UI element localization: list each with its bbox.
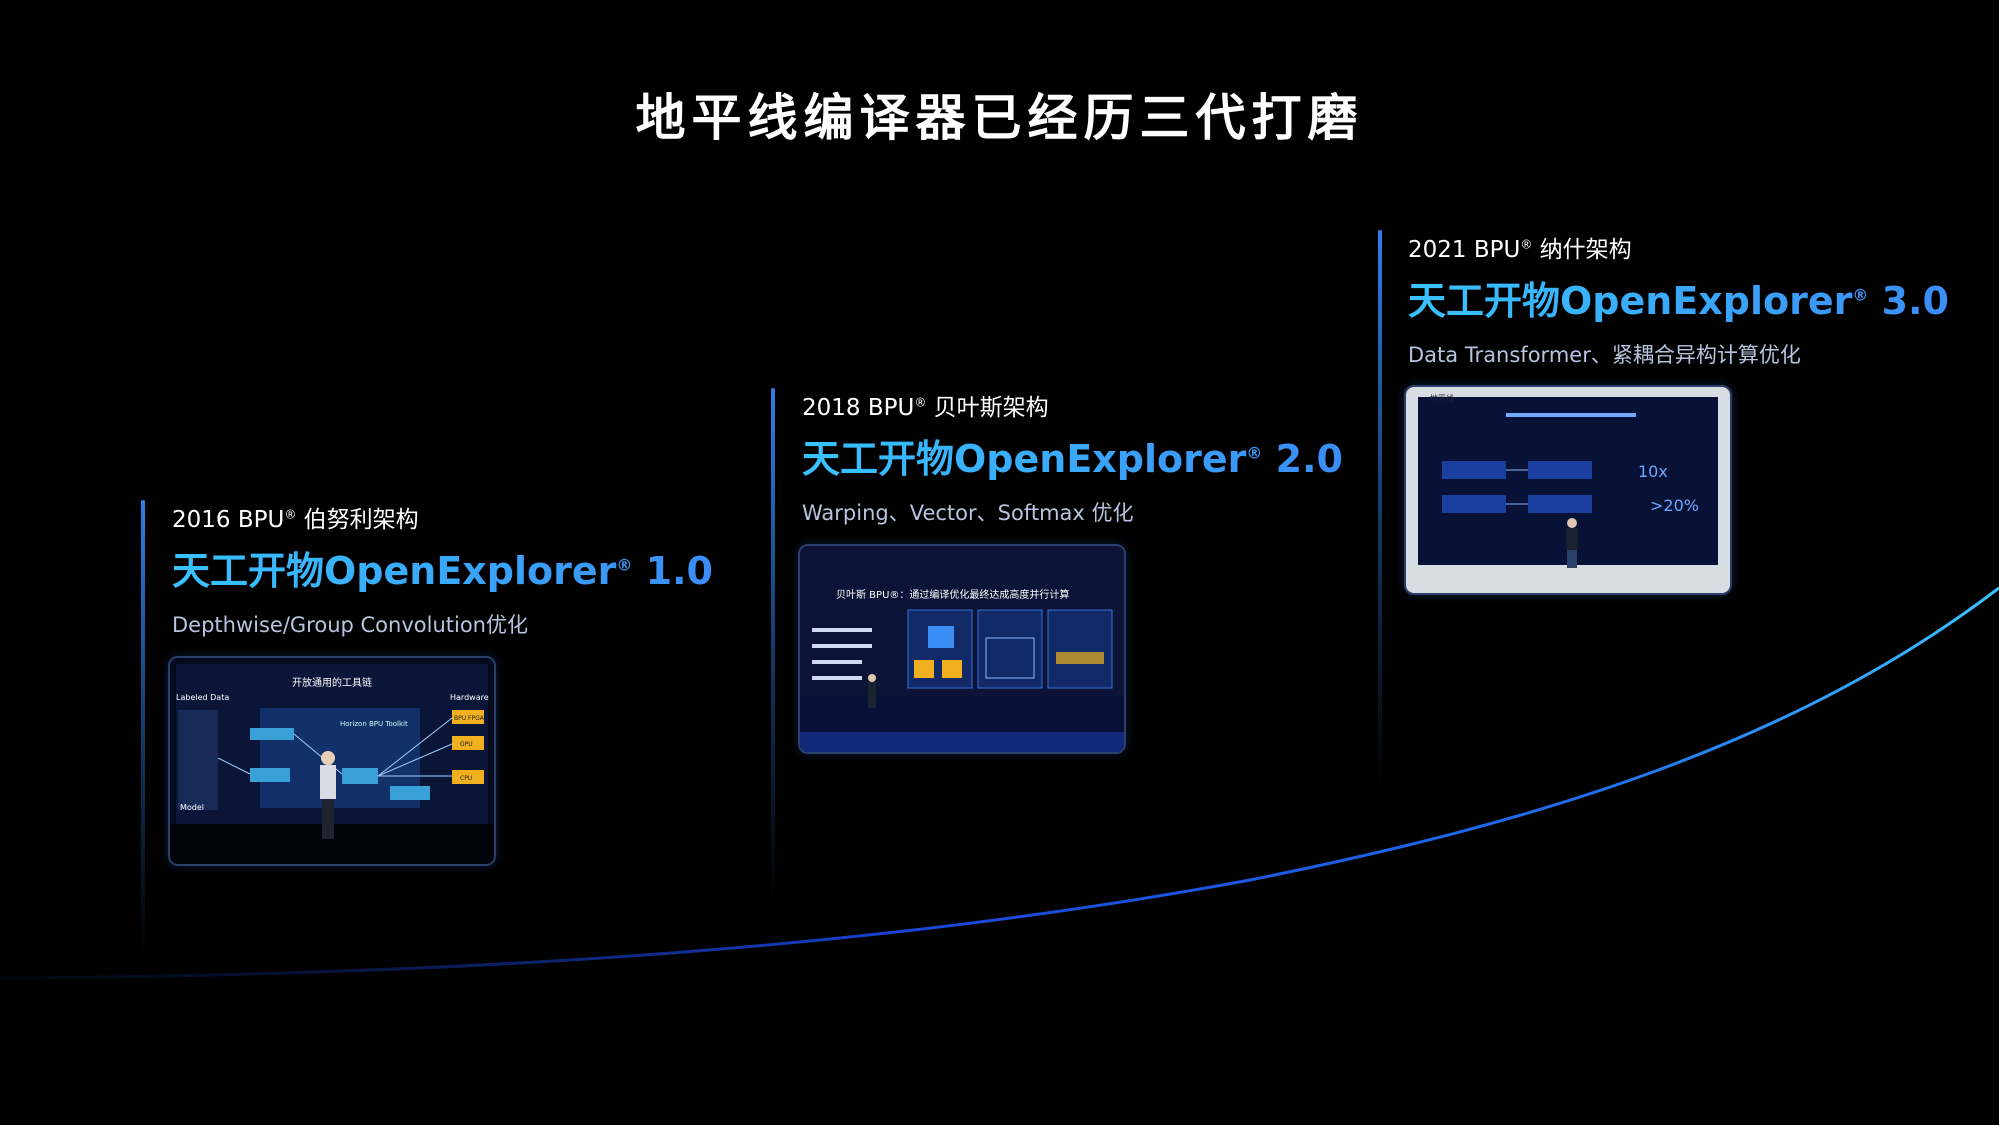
product-name: 天工开物OpenExplorer® 2.0 bbox=[802, 428, 1343, 483]
stage-photo-2018: 贝叶斯 BPU®：通过编译优化最终达成高度并行计算 bbox=[798, 544, 1126, 754]
photo-logo-text: 地平线 bbox=[1430, 393, 1454, 403]
stage-photo-2016: 开放通用的工具链 Labeled Data Hardware Horizon B… bbox=[168, 656, 496, 866]
milestone-description: Depthwise/Group Convolution优化 bbox=[172, 613, 528, 637]
photo-slide-title: 开放通用的工具链 bbox=[292, 676, 372, 689]
milestone-description: Data Transformer、紧耦合异构计算优化 bbox=[1408, 343, 1801, 367]
milestone-year: 2021 BPU® 纳什架构 bbox=[1408, 237, 1632, 263]
photo-bottom-label: Model bbox=[180, 803, 204, 812]
svg-text:GPU: GPU bbox=[460, 741, 473, 748]
milestone-2016: 2016 BPU® 伯努利架构 天工开物OpenExplorer® 1.0 De… bbox=[172, 500, 713, 639]
photo-slide-title: 贝叶斯 BPU®：通过编译优化最终达成高度并行计算 bbox=[836, 588, 1069, 601]
milestone-year: 2018 BPU® 贝叶斯架构 bbox=[802, 395, 1049, 421]
product-name: 天工开物OpenExplorer® 3.0 bbox=[1408, 270, 1949, 325]
slide-title: 地平线编译器已经历三代打磨 bbox=[635, 89, 1364, 147]
timeline-marker-2 bbox=[771, 388, 775, 900]
stage-photo-2021: 地平线 10x >20% bbox=[1404, 385, 1732, 595]
timeline-marker-3 bbox=[1378, 230, 1382, 790]
photo-stat-1: 10x bbox=[1638, 462, 1668, 481]
photo-stat-2: >20% bbox=[1650, 496, 1699, 515]
timeline-marker-1 bbox=[141, 500, 145, 955]
milestone-year: 2016 BPU® 伯努利架构 bbox=[172, 507, 419, 533]
milestone-description: Warping、Vector、Softmax 优化 bbox=[802, 501, 1134, 525]
photo-left-label: Labeled Data bbox=[176, 693, 229, 702]
milestone-2018: 2018 BPU® 贝叶斯架构 天工开物OpenExplorer® 2.0 Wa… bbox=[802, 388, 1343, 527]
svg-text:CPU: CPU bbox=[460, 775, 472, 782]
product-name: 天工开物OpenExplorer® 1.0 bbox=[172, 540, 713, 595]
photo-right-label: Hardware bbox=[450, 693, 489, 702]
photo-center-label: Horizon BPU Toolkit bbox=[340, 720, 408, 728]
svg-text:BPU FPGA: BPU FPGA bbox=[454, 715, 485, 722]
milestone-2021: 2021 BPU® 纳什架构 天工开物OpenExplorer® 3.0 Dat… bbox=[1408, 230, 1949, 369]
